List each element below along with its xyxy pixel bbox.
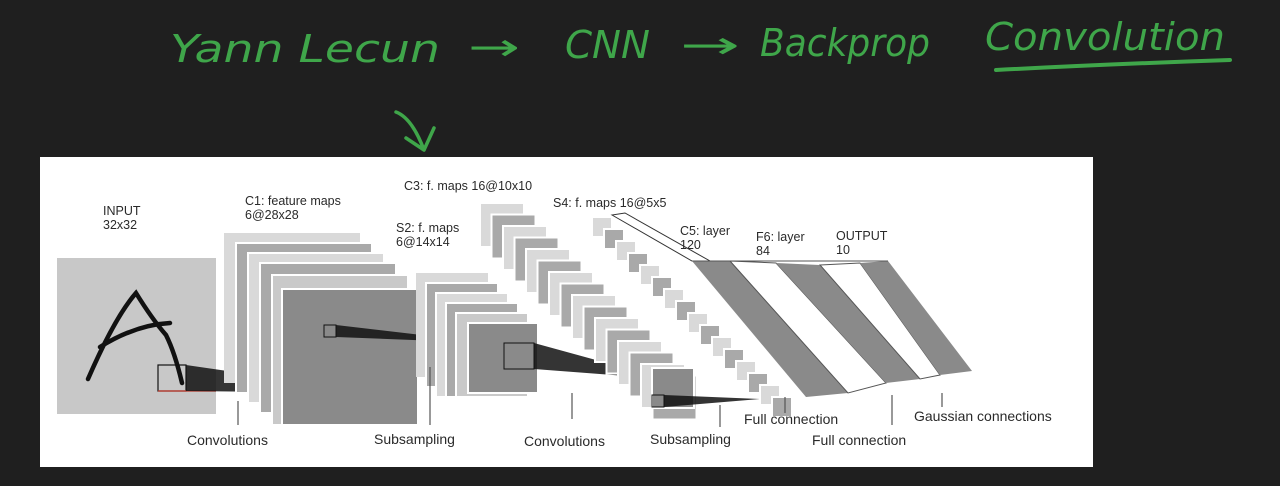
s4-label: S4: f. maps 16@5x5 [553,196,667,210]
op-full-connection-1: Full connection [744,411,839,427]
note-convolution: Convolution [985,15,1225,59]
c1-feature-maps [224,233,419,426]
op-subsampling-1: Subsampling [374,431,455,447]
s4-feature-maps [591,216,793,418]
operation-ticks [237,367,943,427]
feature-map-tile [771,396,793,418]
note-arrow-1: → [468,25,520,69]
fully-connected-layers [610,212,972,397]
input-glyph-a [85,289,185,386]
op-gaussian-connections: Gaussian connections [914,408,1052,424]
note-down-arrow-icon [394,110,436,152]
op-subsampling-2: Subsampling [650,431,731,447]
op-full-connection-2: Full connection [812,432,907,448]
note-yann-lecun: Yann Lecun [170,27,440,71]
op-convolutions-1: Convolutions [187,432,268,448]
note-underline [994,58,1232,72]
c3-label: C3: f. maps 16@10x10 [404,179,533,193]
note-arrow-2: → [680,23,740,67]
handwritten-notes: Yann Lecun → CNN → Backprop Convolution [170,15,1232,152]
s2-feature-maps [416,273,539,398]
note-backprop: Backprop [760,21,930,65]
op-convolutions-2: Convolutions [524,433,605,449]
note-cnn: CNN [565,23,650,67]
lenet-drawing [57,202,972,427]
